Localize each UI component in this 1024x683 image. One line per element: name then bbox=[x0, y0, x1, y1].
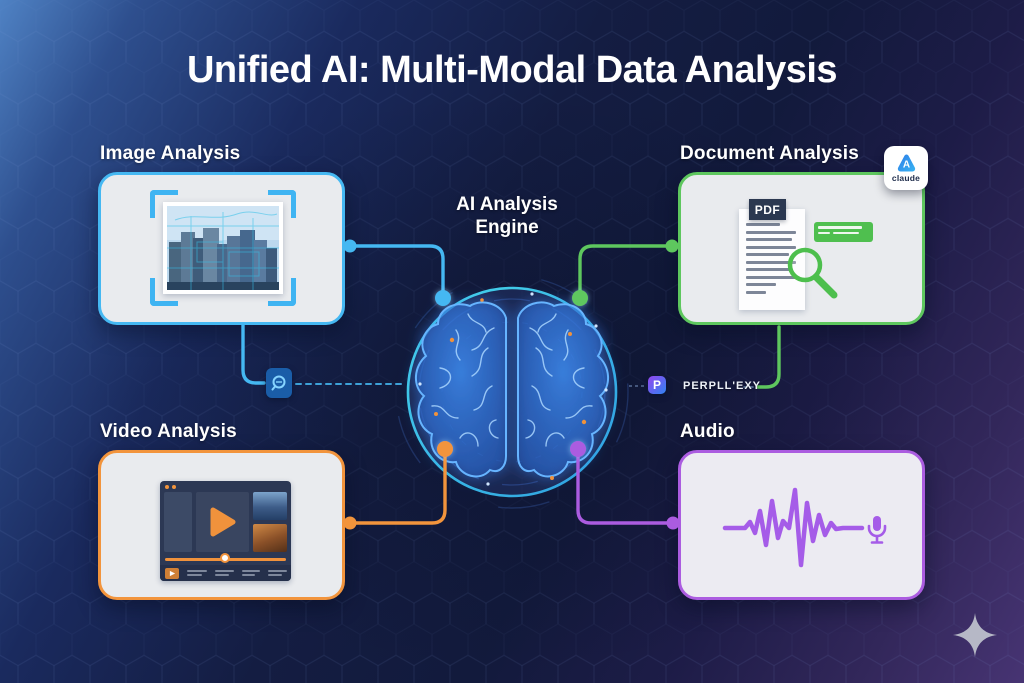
claude-logo-icon: A bbox=[897, 154, 915, 172]
video-progress-knob bbox=[220, 553, 230, 563]
video-sidebar bbox=[164, 492, 192, 552]
window-dot-icon bbox=[165, 485, 169, 489]
perplexity-wordmark: PERPLL'EXY bbox=[683, 380, 762, 392]
document-text-line bbox=[746, 223, 780, 226]
magnifier-icon bbox=[787, 247, 838, 299]
city-skyline-image bbox=[167, 206, 279, 290]
document-panel-label: Document Analysis bbox=[680, 143, 860, 164]
claude-badge: A claude bbox=[884, 146, 928, 190]
video-panel-label: Video Analysis bbox=[100, 421, 237, 442]
timeline-text-block bbox=[187, 570, 207, 576]
timeline-play-icon bbox=[165, 567, 179, 579]
document-text-line bbox=[746, 245, 796, 249]
engine-label: AI Analysis Engine bbox=[407, 193, 607, 239]
document-text-line bbox=[746, 290, 766, 294]
video-player-window bbox=[160, 481, 291, 581]
video-preview-area bbox=[196, 492, 249, 552]
scan-chip-icon bbox=[266, 368, 292, 398]
document-text-line bbox=[746, 260, 796, 264]
audio-waveform bbox=[722, 487, 865, 568]
microphone-icon bbox=[867, 516, 887, 544]
annotation-line bbox=[818, 231, 830, 234]
audio-panel-label: Audio bbox=[680, 421, 735, 442]
document-analysis-panel: PDF bbox=[678, 172, 925, 325]
document-text-line bbox=[746, 230, 796, 234]
document-sheet bbox=[739, 209, 805, 310]
document-text-line bbox=[746, 268, 792, 271]
viewfinder-bracket-icon bbox=[268, 278, 296, 306]
engine-label-line1: AI Analysis bbox=[456, 194, 558, 215]
document-text-line bbox=[746, 238, 792, 241]
video-timeline-strip bbox=[160, 565, 291, 581]
engine-label-line2: Engine bbox=[475, 217, 539, 238]
document-text-line bbox=[746, 283, 776, 286]
annotation-line bbox=[833, 231, 859, 234]
document-text-line bbox=[746, 275, 796, 279]
audio-panel bbox=[678, 450, 925, 600]
viewfinder-bracket-icon bbox=[150, 278, 178, 306]
pdf-badge: PDF bbox=[749, 199, 786, 220]
viewfinder-bracket-icon bbox=[150, 190, 178, 218]
image-panel-label: Image Analysis bbox=[100, 143, 241, 164]
timeline-text-block bbox=[215, 570, 234, 576]
city-photo bbox=[163, 202, 283, 294]
annotation-highlight-box bbox=[814, 222, 873, 242]
perplexity-logo-icon: P bbox=[648, 376, 666, 394]
video-thumbnail-people bbox=[253, 524, 287, 552]
document-text-line bbox=[746, 253, 789, 256]
video-thumbnail-city bbox=[253, 492, 287, 520]
annotation-line bbox=[818, 226, 862, 229]
window-dot-icon bbox=[172, 485, 176, 489]
viewfinder-bracket-icon bbox=[268, 190, 296, 218]
timeline-text-block bbox=[268, 570, 287, 576]
play-icon bbox=[210, 507, 235, 537]
page-title: Unified AI: Multi-Modal Data Analysis bbox=[186, 49, 838, 91]
video-analysis-panel bbox=[98, 450, 345, 600]
timeline-text-block bbox=[242, 570, 260, 576]
claude-badge-label: claude bbox=[891, 173, 921, 183]
image-analysis-panel bbox=[98, 172, 345, 325]
svg-text:A: A bbox=[902, 160, 909, 171]
